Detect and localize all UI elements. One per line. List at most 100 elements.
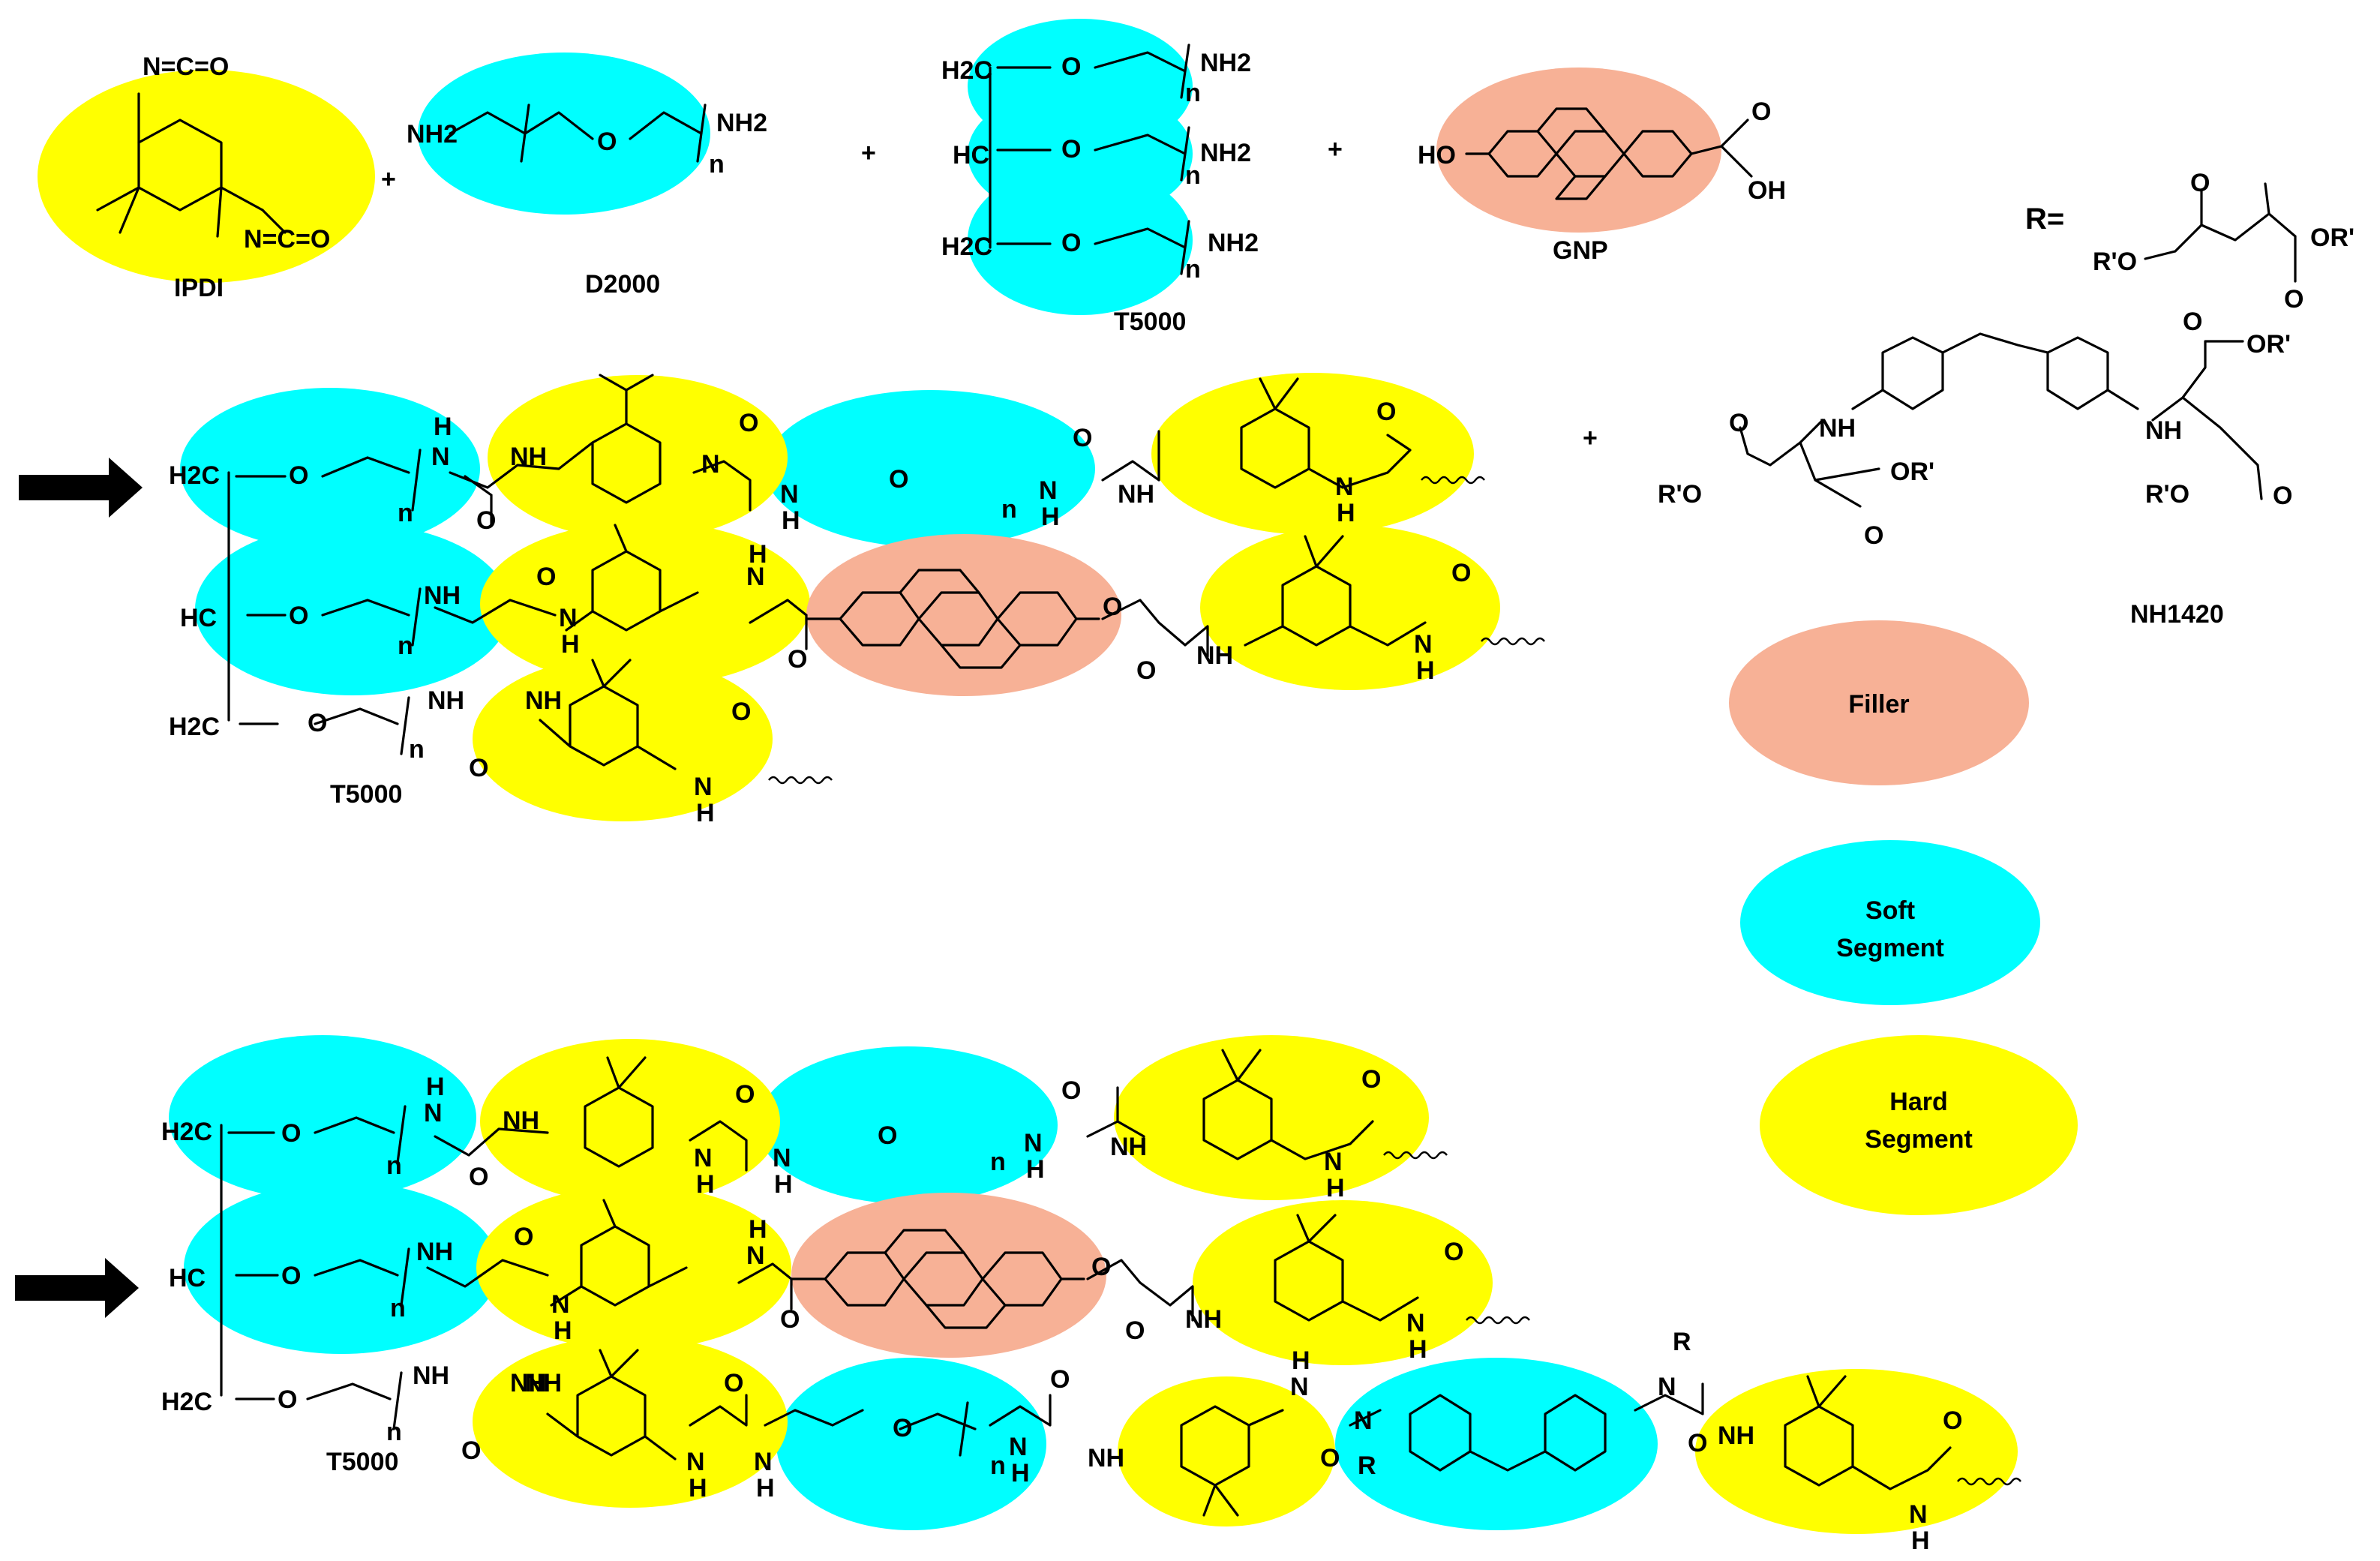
p2-n-3: n [386, 1418, 402, 1446]
p2-o-20: O [1943, 1406, 1962, 1435]
p1-n-13: N [1335, 473, 1354, 501]
p1-h-1: H [434, 413, 452, 441]
p1-nh-5: NH [525, 686, 562, 715]
p1-o-12: O [1103, 593, 1122, 621]
nh1420-ro-right: R'O [2145, 480, 2189, 509]
gnp-filler-ellipse [1436, 68, 1721, 233]
t5000-nh2-1: NH2 [1200, 49, 1251, 77]
p2-nh-5: NH [416, 1238, 453, 1266]
d2000-n-repeat: n [709, 150, 725, 179]
p2-h-14: H [1026, 1155, 1045, 1184]
p2-h-29: H [1911, 1526, 1930, 1555]
p2-n-14: N [1024, 1129, 1043, 1157]
p2-h-4: H [426, 1073, 445, 1101]
r-definition: R= O R'O OR' O [2025, 169, 2354, 314]
arrow-2-icon [15, 1258, 139, 1318]
legend: Filler Soft Segment Hard Segment [1729, 620, 2078, 1215]
t5000-n-2: n [1185, 161, 1201, 190]
p1-o-10: O [889, 465, 908, 494]
p2-o-5: O [514, 1223, 533, 1251]
p1-n-8: N [694, 773, 713, 801]
p1-h-13: H [1337, 499, 1355, 527]
p1-o-8: O [788, 645, 807, 674]
d2000-o: O [597, 128, 617, 156]
p2-h-10: H [696, 1170, 715, 1199]
p1-o-1: O [289, 461, 308, 490]
ipdi-nco-bottom: N=C=O [244, 225, 330, 254]
p1-n-3: n [409, 735, 425, 764]
p1-o-11: O [1073, 424, 1092, 452]
d2000-nh2-left: NH2 [407, 120, 458, 149]
nh1420-label: NH1420 [2130, 600, 2224, 629]
p2-o-11: O [1091, 1253, 1111, 1281]
legend-hard-label-2: Segment [1865, 1125, 1973, 1154]
p1-o-15: O [1451, 559, 1471, 587]
p2-n-9: N [551, 1290, 570, 1319]
p2-soft-3 [758, 1046, 1058, 1204]
plus-1: + [381, 165, 396, 194]
t5000-o-3: O [1061, 229, 1081, 257]
p1-soft-3 [765, 390, 1095, 548]
p1-nh-1: N [431, 443, 450, 471]
p1-h-7: H [749, 540, 767, 569]
p2-o-17: O [1050, 1365, 1070, 1394]
p2-n-22: n [990, 1451, 1006, 1480]
p2-o-7: O [735, 1080, 755, 1109]
p2-o-10: O [1061, 1076, 1081, 1105]
nh1420-o-1: O [1729, 409, 1748, 437]
p1-h-14: H [1416, 656, 1435, 685]
p1-n-10: N [1039, 476, 1058, 505]
p2-h2c-bottom: H2C [161, 1388, 212, 1416]
p2-h-18: H [1409, 1335, 1427, 1364]
p2-n-25: N [1290, 1373, 1309, 1401]
reactant-gnp: HO O OH GNP [1418, 68, 1786, 265]
legend-soft-swatch [1740, 840, 2040, 1005]
p1-n-1: n [398, 499, 413, 527]
p2-h-9: H [554, 1316, 572, 1345]
legend-hard-swatch [1760, 1035, 2078, 1215]
p2-n-12: N [746, 1241, 765, 1270]
p2-h-17: H [1326, 1174, 1345, 1202]
p1-nh-4: NH [510, 443, 547, 471]
p1-nh-12: NH [1196, 641, 1233, 670]
p1-t5000: T5000 [330, 780, 402, 809]
p2-t5000: T5000 [326, 1448, 398, 1476]
p2-hard-2 [476, 1185, 791, 1350]
p2-o-2: O [281, 1262, 301, 1290]
nh1420-ro-left: R'O [1658, 480, 1702, 509]
t5000-label: T5000 [1114, 308, 1186, 336]
p2-h-12: H [749, 1215, 767, 1244]
p2-h-21: H [756, 1474, 775, 1502]
p2-nh-8: NH [510, 1369, 547, 1397]
plus-2: + [861, 139, 876, 167]
p2-n-10: N [694, 1144, 713, 1172]
p2-o-14: O [1444, 1238, 1463, 1266]
r-def-label: R= [2025, 203, 2064, 236]
ipdi-nco-top: N=C=O [143, 53, 229, 81]
p2-soft-4 [776, 1358, 1046, 1530]
p1-o-3: O [308, 709, 327, 737]
p2-nh-6: NH [413, 1361, 449, 1390]
p1-h2c-top: H2C [169, 461, 220, 490]
legend-soft-label-2: Segment [1836, 934, 1944, 962]
p2-n-23: N [1009, 1433, 1028, 1461]
p1-o-2: O [289, 602, 308, 630]
p2-o-3: O [278, 1385, 297, 1414]
p2-hard-1 [480, 1039, 780, 1204]
p2-n-26: N [1354, 1406, 1373, 1435]
p2-h-11: H [774, 1170, 793, 1199]
nh1420-hn-left: NH [1819, 414, 1856, 443]
r-def-ro-left: R'O [2093, 248, 2137, 276]
p2-o-15: O [724, 1369, 743, 1397]
t5000-nh2-2: NH2 [1200, 139, 1251, 167]
p1-n-14: N [1414, 630, 1433, 659]
p2-o-18: O [1320, 1444, 1340, 1472]
t5000-hc-mid: HC [953, 141, 989, 170]
gnp-oh: OH [1748, 176, 1786, 205]
p1-nh-11: NH [1118, 480, 1154, 509]
p1-n-7: N [746, 563, 765, 591]
p2-hard-3 [473, 1335, 788, 1508]
p2-hard-7 [1695, 1369, 2018, 1534]
nh1420-o-2: O [1864, 521, 1883, 550]
